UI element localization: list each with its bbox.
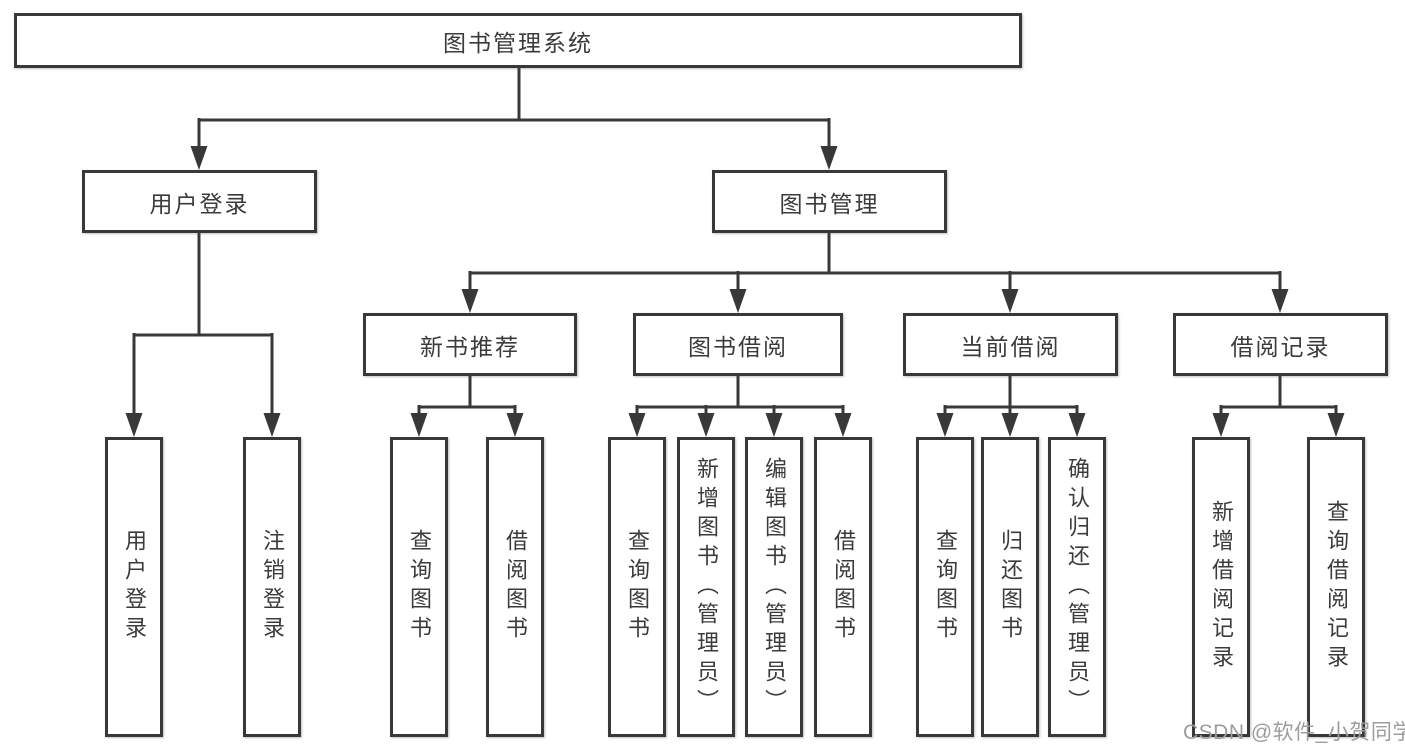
leaf-query-borrow-record: 查询借阅记录 [1307,437,1365,737]
node-book-borrowing: 图书借阅 [633,313,843,376]
leaf-query-books-recommend: 查询图书 [390,437,448,737]
leaf-add-books-admin: 新增图书（管理员） [677,437,735,737]
leaf-query-books-borrowing: 查询图书 [608,437,666,737]
arrowhead-icons [125,146,1345,437]
connector-segments [132,67,1338,415]
leaf-edit-books-admin: 编辑图书（管理员） [745,437,803,737]
node-book-management: 图书管理 [712,170,947,233]
node-borrowing-records: 借阅记录 [1173,313,1388,376]
leaf-logout: 注销登录 [243,437,301,737]
leaf-confirm-return-admin: 确认归还（管理员） [1048,437,1106,737]
leaf-borrow-books-borrowing: 借阅图书 [814,437,872,737]
csdn-watermark: CSDN @软件_小贺同学 [1183,721,1405,744]
node-new-book-recommend: 新书推荐 [363,313,577,376]
leaf-borrow-books-recommend: 借阅图书 [486,437,544,737]
leaf-return-books: 归还图书 [981,437,1039,737]
leaf-user-login: 用户登录 [105,437,163,737]
node-library-system: 图书管理系统 [14,13,1022,68]
node-current-borrowing: 当前借阅 [903,313,1118,376]
leaf-query-books-current: 查询图书 [916,437,974,737]
leaf-add-borrow-record: 新增借阅记录 [1192,437,1250,737]
node-user-login: 用户登录 [82,170,317,233]
